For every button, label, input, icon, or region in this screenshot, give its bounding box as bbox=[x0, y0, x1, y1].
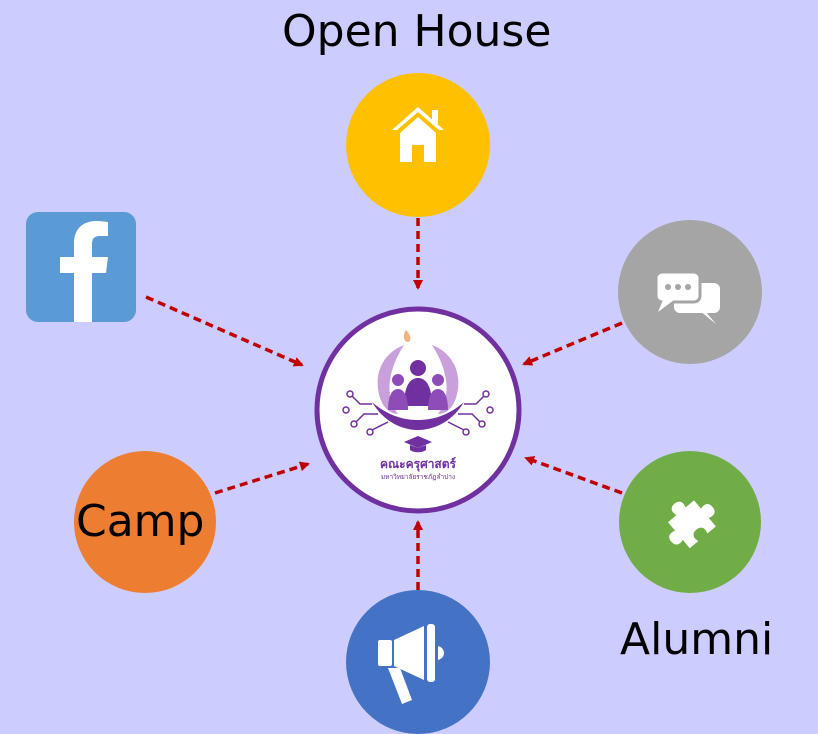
arrow-alumni bbox=[524, 456, 623, 495]
arrow-camp bbox=[214, 461, 310, 495]
open-house-label: Open House bbox=[282, 6, 552, 57]
arrow-chat bbox=[522, 321, 623, 366]
announcement-node[interactable] bbox=[346, 590, 490, 734]
facebook-icon bbox=[60, 221, 108, 322]
arrow-facebook bbox=[145, 295, 304, 367]
logo-title: คณะครุศาสตร์ bbox=[380, 457, 457, 472]
megaphone-icon bbox=[378, 624, 444, 704]
camp-node[interactable] bbox=[74, 451, 216, 593]
camp-label: Camp bbox=[76, 496, 205, 547]
arrows bbox=[145, 218, 623, 590]
lotus-logo-icon bbox=[342, 330, 494, 453]
center-logo: คณะครุศาสตร์ มหาวิทยาลัยราชภัฏลำปาง bbox=[314, 306, 522, 514]
chat-node[interactable] bbox=[618, 220, 762, 364]
open-house-node[interactable] bbox=[346, 73, 490, 217]
facebook-node[interactable] bbox=[26, 212, 136, 322]
alumni-node[interactable] bbox=[619, 451, 761, 593]
logo-subtitle: มหาวิทยาลัยราชภัฏลำปาง bbox=[381, 473, 455, 481]
alumni-label: Alumni bbox=[620, 614, 774, 665]
home-icon bbox=[392, 107, 444, 162]
puzzle-icon bbox=[667, 500, 716, 549]
chat-bubbles-icon bbox=[654, 270, 720, 324]
